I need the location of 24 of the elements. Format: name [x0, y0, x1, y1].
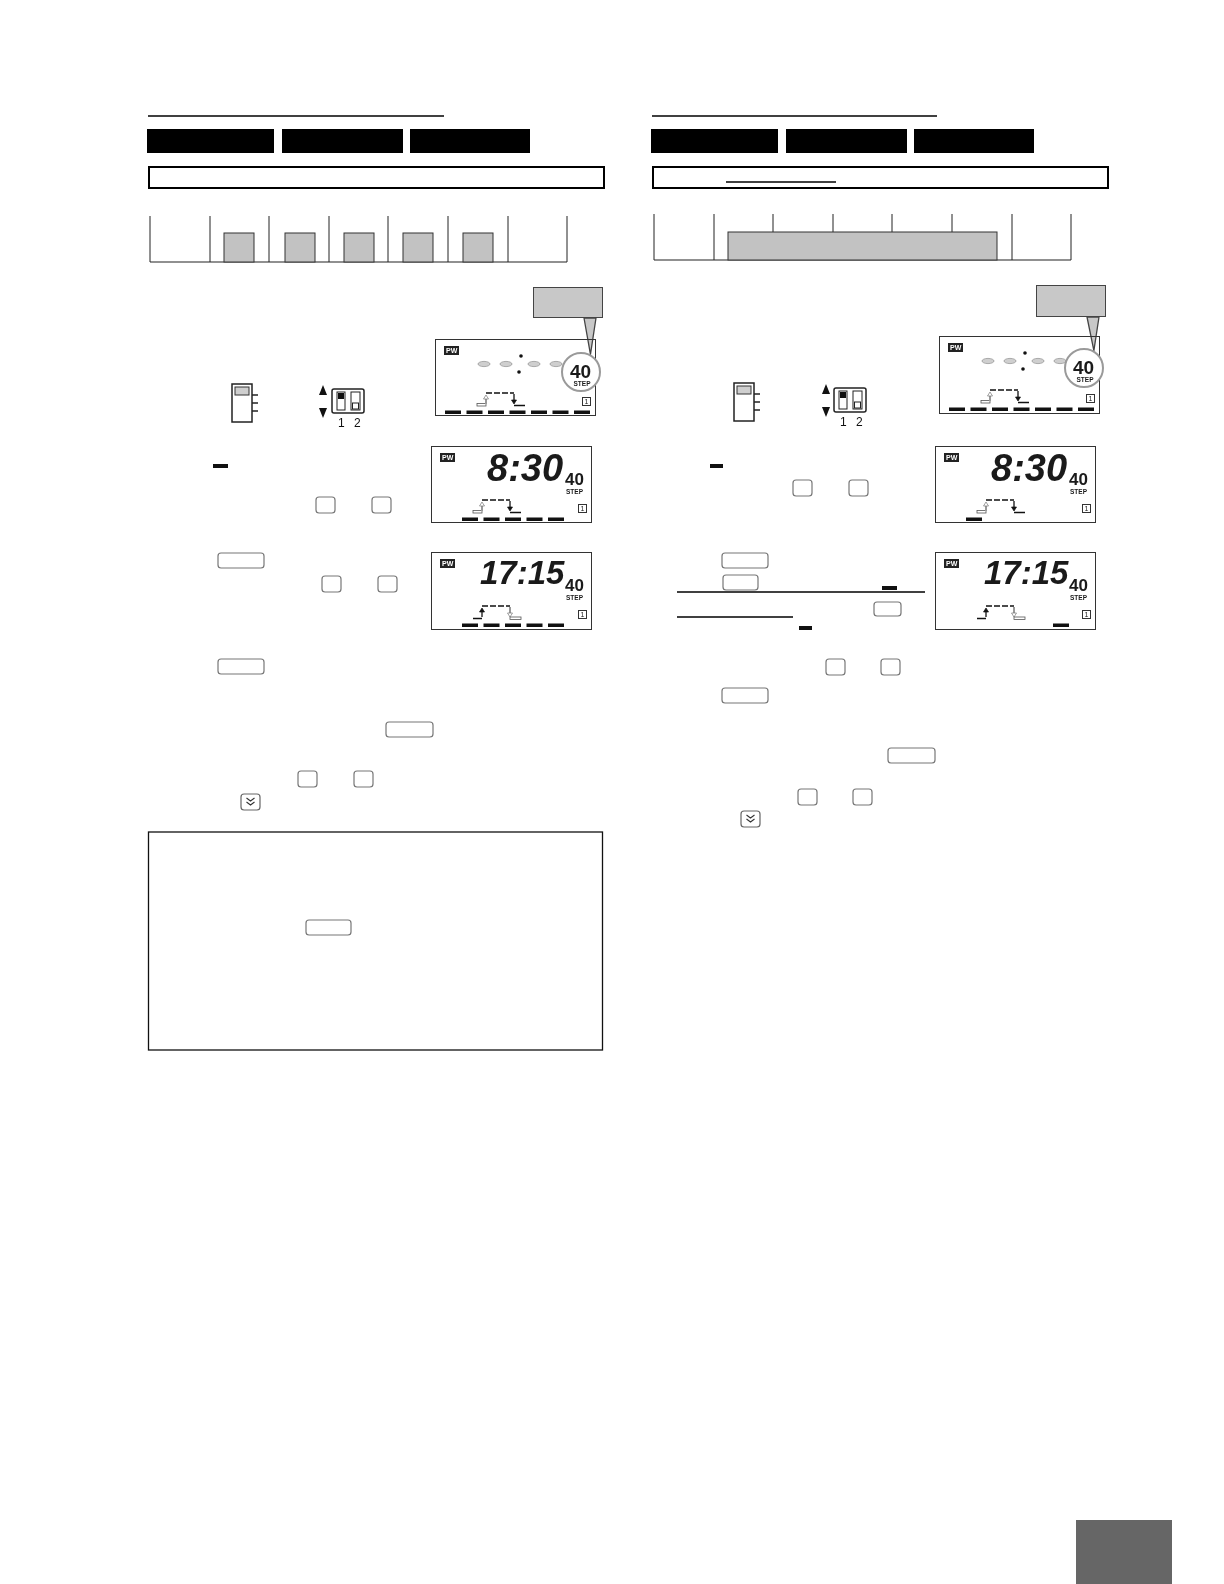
highlight-circle — [561, 352, 601, 392]
switch-number: 1 — [840, 416, 847, 428]
switch-number: 2 — [856, 416, 863, 428]
callout-bubble — [533, 287, 603, 318]
time-readout: 17:15 — [984, 556, 1069, 589]
time-readout: 8:30 — [487, 449, 564, 487]
switch-number: 1 — [338, 417, 345, 429]
step-number: 40 — [565, 577, 584, 594]
lcd-display — [431, 552, 592, 630]
step-number: 40 — [570, 362, 592, 381]
switch-number: 2 — [354, 417, 361, 429]
time-readout: 17:15 — [480, 556, 565, 589]
callout-bubble — [1036, 285, 1106, 317]
lcd-display — [939, 336, 1100, 414]
highlight-circle — [1064, 348, 1104, 388]
lcd-display — [935, 446, 1096, 523]
step-number: 40 — [1069, 471, 1088, 488]
lcd-display — [935, 552, 1096, 630]
step-number: 40 — [565, 471, 584, 488]
time-readout: 8:30 — [991, 449, 1068, 487]
lcd-display — [431, 446, 592, 523]
step-number: 40 — [1069, 577, 1088, 594]
step-number: 40 — [1073, 358, 1095, 377]
lcd-display — [435, 339, 596, 416]
